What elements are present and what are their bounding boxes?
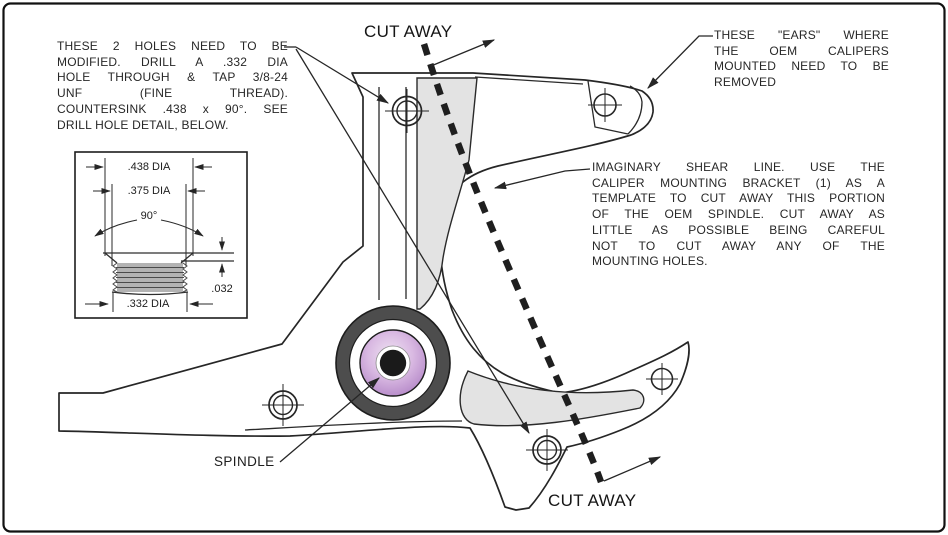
text-line: UNF (FINE THREAD).: [57, 86, 288, 101]
cut-away-label-top: CUT AWAY: [364, 22, 453, 41]
text-line: THESE "EARS" WHERE: [714, 28, 889, 42]
leader-ears: [647, 35, 713, 89]
spindle-center: [379, 349, 407, 377]
text-line: NOT TO CUT AWAY ANY OF THE: [592, 238, 885, 253]
hub-bearing: [335, 305, 451, 421]
hole-top-modified: [385, 89, 429, 133]
hole-lower-wing: [646, 363, 678, 395]
leader-shear-line: [493, 168, 591, 190]
dim-032-depth: .032: [211, 283, 233, 295]
text-line: MOUNTING HOLES.: [592, 254, 708, 269]
dim-90-degree: 90°: [140, 210, 158, 222]
text-line: THESE 2 HOLES NEED TO BE: [57, 39, 288, 53]
leader-spindle: [279, 377, 380, 463]
countersink-profile: [103, 252, 234, 296]
text-line: TEMPLATE TO CUT AWAY THIS PORTION: [592, 191, 885, 206]
text-line: MOUNTED NEED TO BE: [714, 59, 889, 74]
upper-cutaway-shade: [416, 77, 478, 310]
leader-bottom-hole: [295, 48, 530, 435]
leader-lines: [279, 35, 713, 482]
text-line: MODIFIED. DRILL A .332 DIA: [57, 54, 288, 69]
spindle-label: SPINDLE: [214, 454, 275, 469]
mounting-holes: [262, 88, 678, 471]
leader-top-hole: [295, 46, 389, 104]
dim-438-dia: .438 DIA: [127, 161, 171, 173]
interior-lines: [244, 76, 643, 431]
text-line: DRILL HOLE DETAIL, BELOW.: [57, 117, 229, 132]
text-line: HOLE THROUGH & TAP 3/8-24: [57, 70, 288, 85]
dim-375-dia: .375 DIA: [127, 185, 171, 197]
text-line: IMAGINARY SHEAR LINE. USE THE: [592, 160, 885, 174]
text-line: THE OEM CALIPERS: [714, 43, 889, 58]
text-line: REMOVED: [714, 75, 777, 90]
cut-away-arrow-top: [430, 39, 496, 67]
lower-cutaway-shade: [459, 370, 645, 427]
drill-hole-detail: [74, 151, 248, 319]
text-line: LITTLE AS POSSIBLE BEING CAREFUL: [592, 222, 885, 237]
dim-332-dia: .332 DIA: [126, 298, 170, 310]
cut-away-label-bottom: CUT AWAY: [548, 491, 637, 510]
hole-steering-arm: [262, 384, 304, 426]
text-line: OF THE OEM SPINDLE. CUT AWAY AS: [592, 207, 885, 222]
cut-away-arrow-bottom: [603, 456, 662, 482]
hole-bottom-modified: [526, 429, 568, 471]
text-line: COUNTERSINK .438 x 90°. SEE: [57, 101, 288, 116]
hole-ear: [588, 88, 622, 122]
text-line: CALIPER MOUNTING BRACKET (1) AS A: [592, 175, 885, 190]
shear-line: [420, 43, 605, 484]
